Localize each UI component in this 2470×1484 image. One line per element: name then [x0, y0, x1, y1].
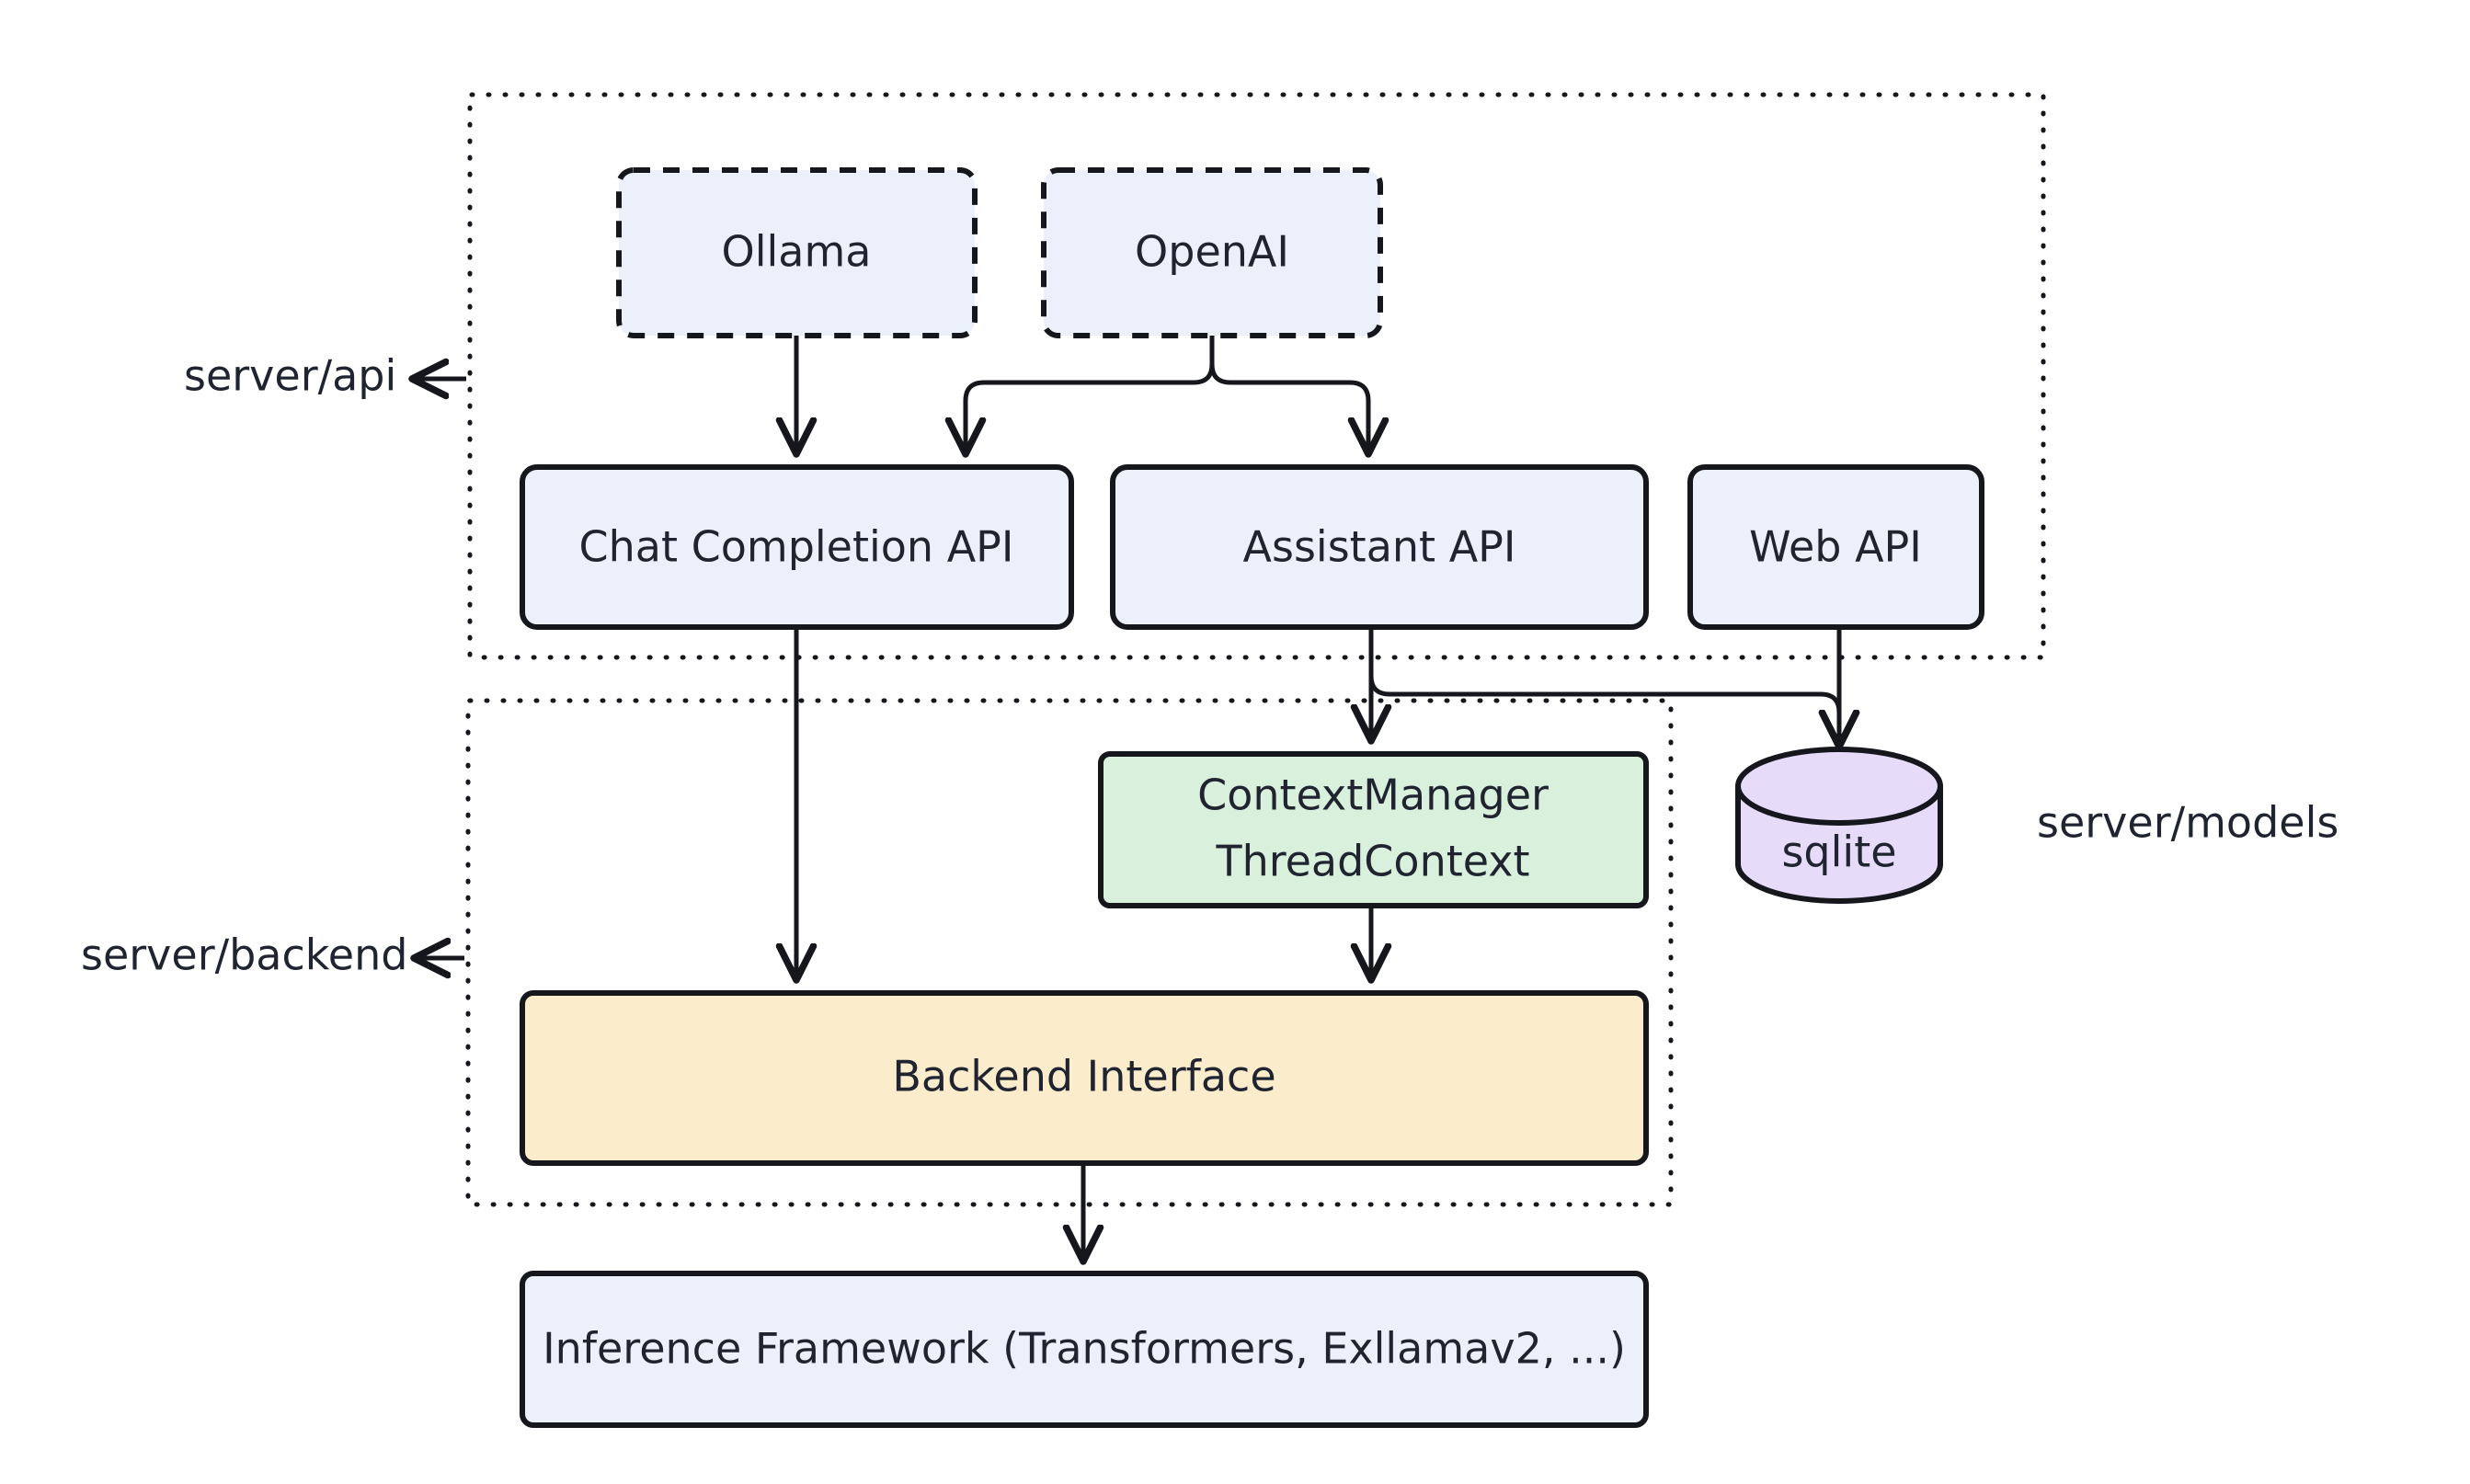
group-label-server-api-text: server/api — [184, 351, 396, 401]
node-assistant-api[interactable]: Assistant API — [1110, 464, 1649, 630]
node-sqlite[interactable]: sqlite — [1735, 747, 1943, 904]
node-chat-completion-api-label: Chat Completion API — [579, 522, 1014, 572]
edge-openai-to-chat-completion-api — [966, 361, 1215, 452]
node-ollama[interactable]: Ollama — [616, 167, 978, 338]
node-context-manager[interactable]: ContextManager ThreadContext — [1098, 751, 1649, 908]
node-web-api[interactable]: Web API — [1687, 464, 1984, 630]
edge-assistant-api-to-sqlite — [1368, 673, 1839, 745]
node-inference-framework[interactable]: Inference Framework (Transformers, Exlla… — [520, 1271, 1649, 1428]
node-context-manager-label-line2: ThreadContext — [1215, 837, 1529, 886]
node-backend-interface-label: Backend Interface — [892, 1052, 1275, 1102]
node-backend-interface[interactable]: Backend Interface — [520, 990, 1649, 1166]
group-container-server-api — [467, 92, 2046, 660]
node-web-api-label: Web API — [1749, 522, 1922, 572]
node-inference-framework-label: Inference Framework (Transformers, Exlla… — [543, 1324, 1626, 1374]
node-openai-label: OpenAI — [1135, 227, 1289, 277]
group-label-server-backend: server/backend — [81, 930, 464, 980]
node-ollama-label: Ollama — [722, 227, 872, 277]
node-context-manager-label-line1: ContextManager — [1197, 771, 1549, 820]
group-label-server-models-text: server/models — [2037, 798, 2338, 848]
group-label-server-api: server/api — [184, 351, 466, 401]
edge-openai-to-assistant-api — [1209, 361, 1368, 452]
group-label-server-backend-text: server/backend — [81, 930, 407, 980]
node-sqlite-label: sqlite — [1781, 828, 1896, 877]
group-label-server-models: server/models — [2037, 798, 2338, 848]
node-openai[interactable]: OpenAI — [1041, 167, 1383, 338]
node-assistant-api-label: Assistant API — [1243, 522, 1516, 572]
node-chat-completion-api[interactable]: Chat Completion API — [520, 464, 1074, 630]
